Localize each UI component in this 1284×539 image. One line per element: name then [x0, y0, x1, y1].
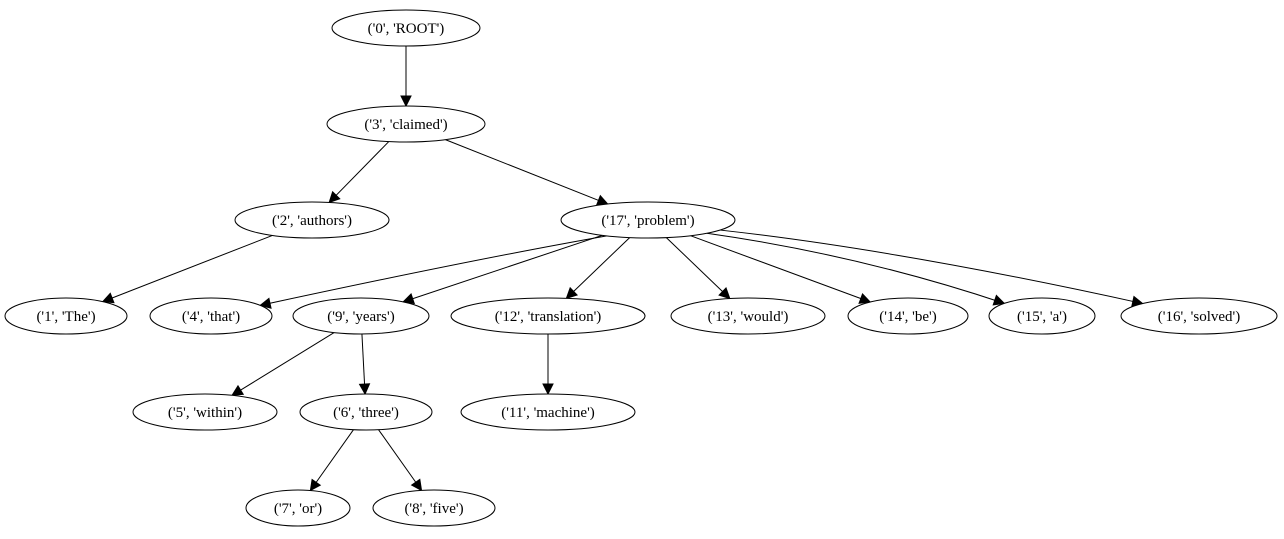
- node-label: ('12', 'translation'): [495, 309, 602, 325]
- edge-line: [231, 332, 335, 396]
- node-ellipse: [234, 201, 390, 239]
- node-label: ('2', 'authors'): [272, 213, 352, 229]
- node-label: ('0', 'ROOT'): [368, 21, 445, 37]
- tree-node-n14: ('14', 'be'): [847, 297, 969, 335]
- node-label: ('4', 'that'): [182, 309, 240, 325]
- edges-layer: [101, 46, 1144, 492]
- tree-node-n15: ('15', 'a'): [988, 297, 1096, 335]
- edge-line: [260, 235, 607, 306]
- node-label: ('17', 'problem'): [601, 213, 694, 229]
- edge-n17-to-n15: [706, 232, 1006, 306]
- arrowhead-icon: [565, 286, 579, 300]
- edge-line: [445, 139, 608, 205]
- tree-node-n11: ('11', 'machine'): [460, 393, 636, 431]
- tree-node-n9: ('9', 'years'): [292, 297, 430, 335]
- edge-n9-to-n6: [358, 333, 371, 396]
- edge-line: [665, 237, 731, 299]
- edge-n3-to-n2: [328, 141, 390, 204]
- nodes-layer: ('0', 'ROOT') ('3', 'claimed') ('2', 'auth…: [4, 9, 1278, 527]
- arrowhead-icon: [358, 383, 371, 396]
- arrowhead-icon: [309, 478, 322, 492]
- tree-node-n4: ('4', 'that'): [149, 297, 273, 335]
- edge-n0-to-n3: [400, 46, 412, 108]
- tree-node-n1: ('1', 'The'): [4, 297, 128, 335]
- edge-n17-to-n12: [565, 237, 631, 300]
- node-label: ('6', 'three'): [333, 405, 399, 421]
- node-label: ('13', 'would'): [708, 309, 789, 325]
- node-ellipse: [149, 297, 273, 335]
- node-ellipse: [560, 201, 736, 239]
- edge-line: [690, 235, 871, 303]
- arrowhead-icon: [718, 287, 731, 300]
- arrowhead-icon: [101, 292, 115, 304]
- node-label: ('8', 'five'): [404, 501, 463, 517]
- edge-line: [720, 229, 1143, 305]
- arrowhead-icon: [259, 297, 272, 309]
- tree-node-n8: ('8', 'five'): [372, 489, 496, 527]
- edge-n17-to-n4: [259, 235, 607, 309]
- node-ellipse: [670, 297, 826, 335]
- node-label: ('9', 'years'): [327, 309, 394, 325]
- node-ellipse: [299, 393, 433, 431]
- node-ellipse: [460, 393, 636, 431]
- arrowhead-icon: [400, 95, 412, 108]
- edge-n17-to-n13: [665, 237, 731, 300]
- node-ellipse: [847, 297, 969, 335]
- edge-line: [102, 234, 273, 303]
- tree-node-n7: ('7', 'or'): [245, 489, 351, 527]
- edge-n12-to-n11: [542, 334, 554, 396]
- arrowhead-icon: [410, 478, 423, 492]
- tree-node-n0: ('0', 'ROOT'): [331, 9, 481, 47]
- arrowhead-icon: [231, 384, 245, 396]
- node-ellipse: [450, 297, 646, 335]
- tree-node-n3: ('3', 'claimed'): [326, 105, 486, 143]
- tree-node-n5: ('5', 'within'): [132, 393, 278, 431]
- tree-node-n17: ('17', 'problem'): [560, 201, 736, 239]
- node-ellipse: [331, 9, 481, 47]
- tree-node-n13: ('13', 'would'): [670, 297, 826, 335]
- node-label: ('14', 'be'): [879, 309, 936, 325]
- edge-line: [566, 237, 631, 299]
- node-ellipse: [372, 489, 496, 527]
- node-label: ('16', 'solved'): [1158, 309, 1240, 325]
- edge-n6-to-n7: [309, 429, 354, 492]
- arrowhead-icon: [858, 292, 872, 304]
- node-ellipse: [292, 297, 430, 335]
- edge-n9-to-n5: [231, 332, 335, 396]
- edge-line: [328, 141, 390, 203]
- edge-n6-to-n8: [378, 429, 423, 492]
- tree-node-n6: ('6', 'three'): [299, 393, 433, 431]
- node-ellipse: [245, 489, 351, 527]
- edge-line: [378, 429, 422, 491]
- node-label: ('3', 'claimed'): [364, 117, 447, 133]
- edge-line: [706, 232, 1005, 304]
- node-ellipse: [1120, 297, 1278, 335]
- node-ellipse: [4, 297, 128, 335]
- node-label: ('7', 'or'): [274, 501, 322, 517]
- arrowhead-icon: [992, 294, 1006, 306]
- node-label: ('11', 'machine'): [501, 405, 595, 421]
- edge-n17-to-n14: [690, 235, 872, 304]
- node-ellipse: [132, 393, 278, 431]
- edge-n2-to-n1: [101, 234, 273, 304]
- arrowhead-icon: [542, 383, 554, 396]
- arrowhead-icon: [328, 190, 341, 204]
- node-label: ('1', 'The'): [36, 309, 95, 325]
- edge-line: [403, 234, 603, 303]
- node-label: ('15', 'a'): [1017, 309, 1067, 325]
- edge-line: [309, 429, 354, 491]
- tree-node-n2: ('2', 'authors'): [234, 201, 390, 239]
- node-label: ('5', 'within'): [168, 405, 242, 421]
- tree-node-n16: ('16', 'solved'): [1120, 297, 1278, 335]
- tree-node-n12: ('12', 'translation'): [450, 297, 646, 335]
- node-ellipse: [988, 297, 1096, 335]
- node-ellipse: [326, 105, 486, 143]
